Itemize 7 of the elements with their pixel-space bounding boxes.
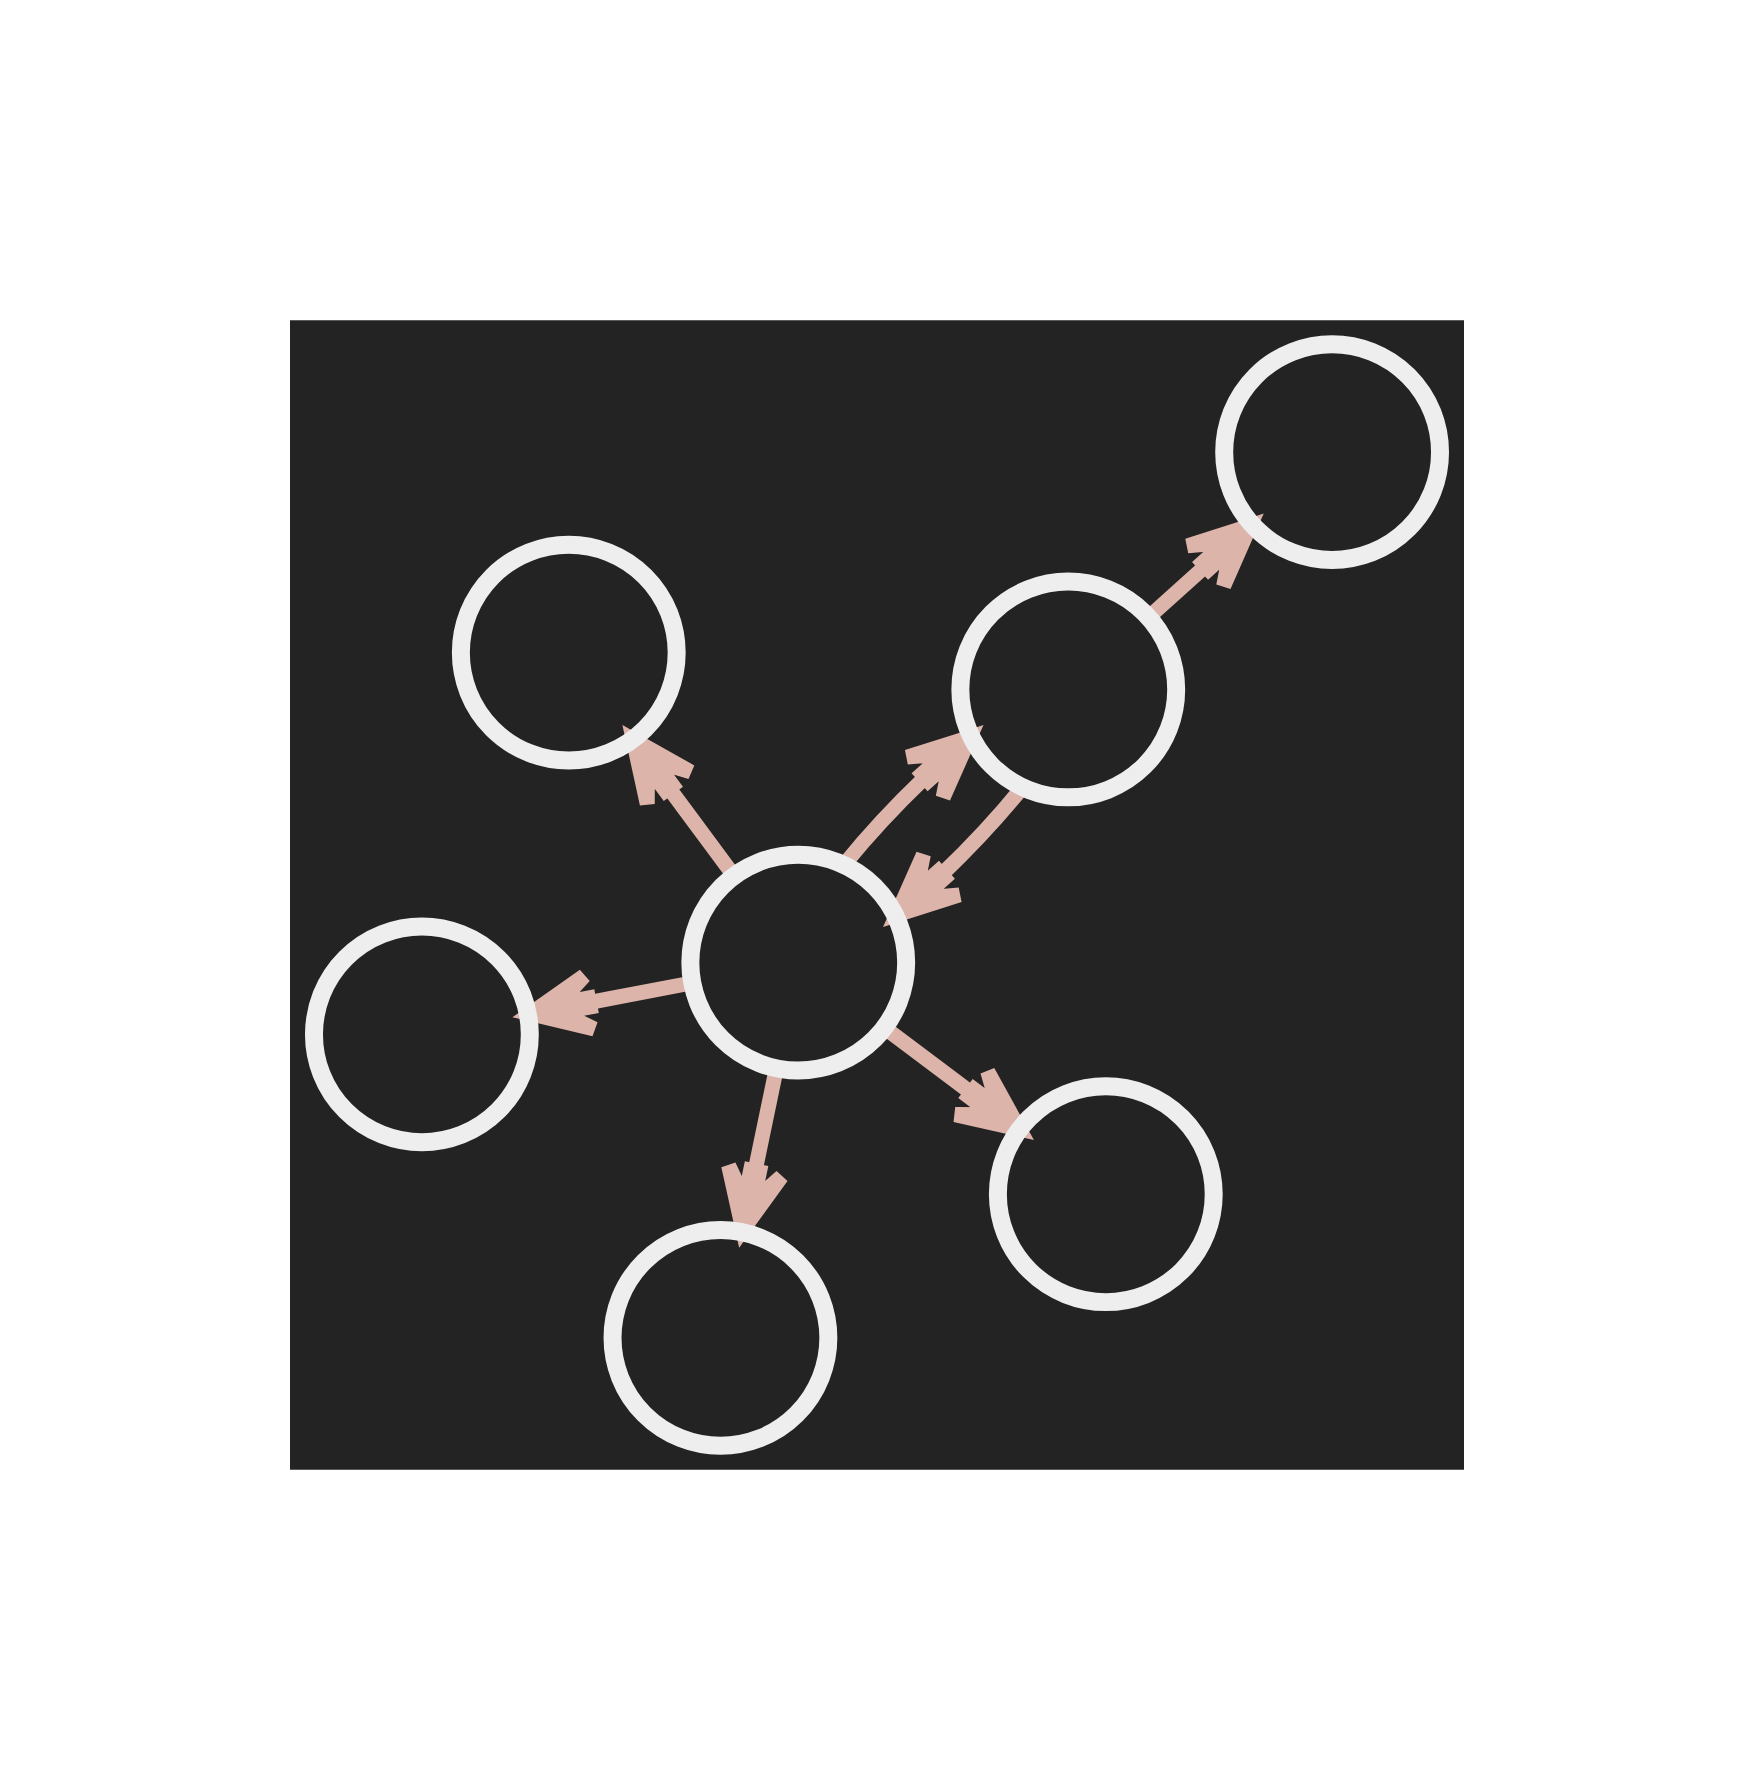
node-circle [451, 535, 686, 770]
node-circle [603, 1220, 838, 1455]
node-circle [305, 917, 539, 1152]
node-circle [988, 1077, 1223, 1312]
node-circle [681, 845, 916, 1080]
node-circle [1215, 335, 1449, 570]
node-circle [951, 572, 1186, 807]
